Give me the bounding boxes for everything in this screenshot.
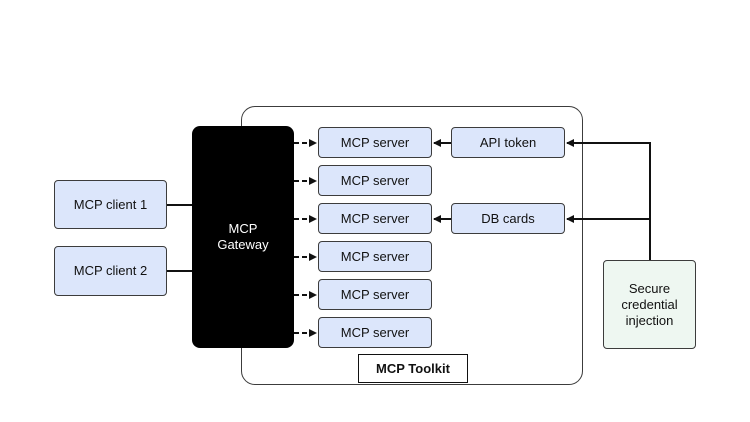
api-token-box: API token (451, 127, 565, 158)
mcp-server-3-label: MCP server (340, 210, 410, 226)
mcp-client-1: MCP client 1 (54, 180, 167, 229)
toolkit-label-text: MCP Toolkit (376, 360, 450, 376)
mcp-server-6-label: MCP server (340, 324, 410, 340)
mcp-server-6: MCP server (318, 317, 432, 348)
toolkit-label: MCP Toolkit (358, 354, 468, 383)
mcp-client-2: MCP client 2 (54, 246, 167, 296)
api-token-label: API token (479, 134, 537, 150)
db-cards-label: DB cards (481, 210, 535, 226)
secure-credential-injection-label: Secure credential injection (621, 280, 678, 328)
mcp-server-1-label: MCP server (340, 134, 410, 150)
mcp-server-1: MCP server (318, 127, 432, 158)
mcp-server-5: MCP server (318, 279, 432, 310)
mcp-gateway: MCP Gateway (192, 126, 294, 348)
mcp-server-2: MCP server (318, 165, 432, 196)
mcp-server-2-label: MCP server (340, 172, 410, 188)
mcp-client-2-label: MCP client 2 (73, 263, 148, 278)
mcp-server-4: MCP server (318, 241, 432, 272)
mcp-gateway-label: MCP Gateway (217, 221, 269, 252)
mcp-server-3: MCP server (318, 203, 432, 234)
secure-credential-injection: Secure credential injection (603, 260, 696, 349)
db-cards-box: DB cards (451, 203, 565, 234)
mcp-client-1-label: MCP client 1 (73, 196, 148, 212)
mcp-server-4-label: MCP server (340, 248, 410, 264)
mcp-server-5-label: MCP server (340, 286, 410, 302)
injector-api-token-path (566, 139, 651, 260)
